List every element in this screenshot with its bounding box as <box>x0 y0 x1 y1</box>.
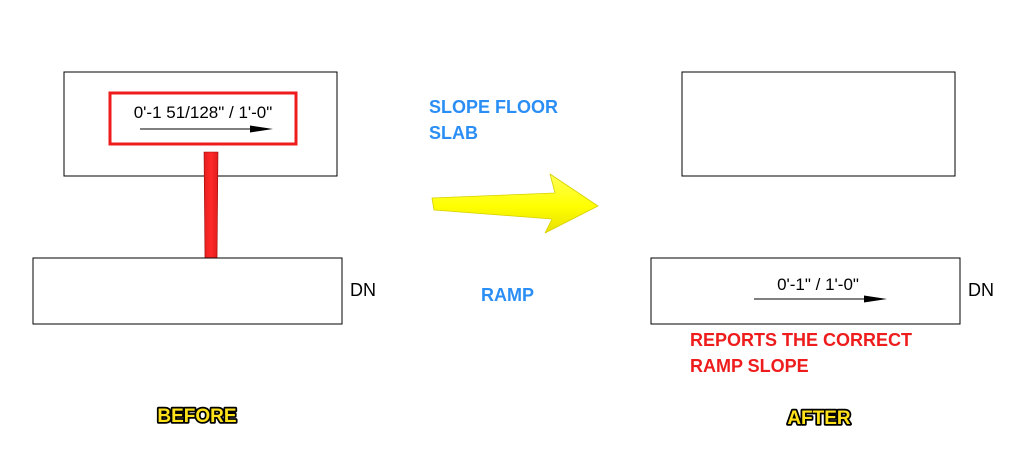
after-caption: AFTER <box>787 408 851 429</box>
after-ramp <box>650 257 961 325</box>
after-slope-label: 0'-1" / 1'-0" <box>777 275 859 294</box>
slope-floor-slab-callout-line1: SLOPE FLOOR <box>429 97 558 117</box>
before-panel: 0'-1 51/128" / 1'-0" DN BEFORE <box>32 71 376 429</box>
before-dn-label: DN <box>350 280 376 300</box>
after-note-line2: RAMP SLOPE <box>690 356 809 376</box>
after-dn-label: DN <box>968 280 994 300</box>
middle-callouts: SLOPE FLOOR SLAB RAMP <box>429 97 599 306</box>
after-slope-direction-arrow <box>754 295 887 303</box>
before-slope-highlight-box <box>108 91 298 146</box>
after-sloped-floor-slab <box>681 71 956 177</box>
slope-floor-slab-callout-line2: SLAB <box>429 123 478 143</box>
before-caption: BEFORE <box>157 406 236 427</box>
after-note-line1: REPORTS THE CORRECT <box>690 330 912 350</box>
yellow-transition-arrow <box>431 173 599 234</box>
before-slope-label: 0'-1 51/128" / 1'-0" <box>134 103 273 122</box>
ramp-callout: RAMP <box>481 285 534 305</box>
before-slope-direction-arrow <box>140 125 273 133</box>
before-ramp <box>32 257 343 325</box>
after-panel: 0'-1" / 1'-0" DN REPORTS THE CORRECT RAM… <box>650 71 994 431</box>
